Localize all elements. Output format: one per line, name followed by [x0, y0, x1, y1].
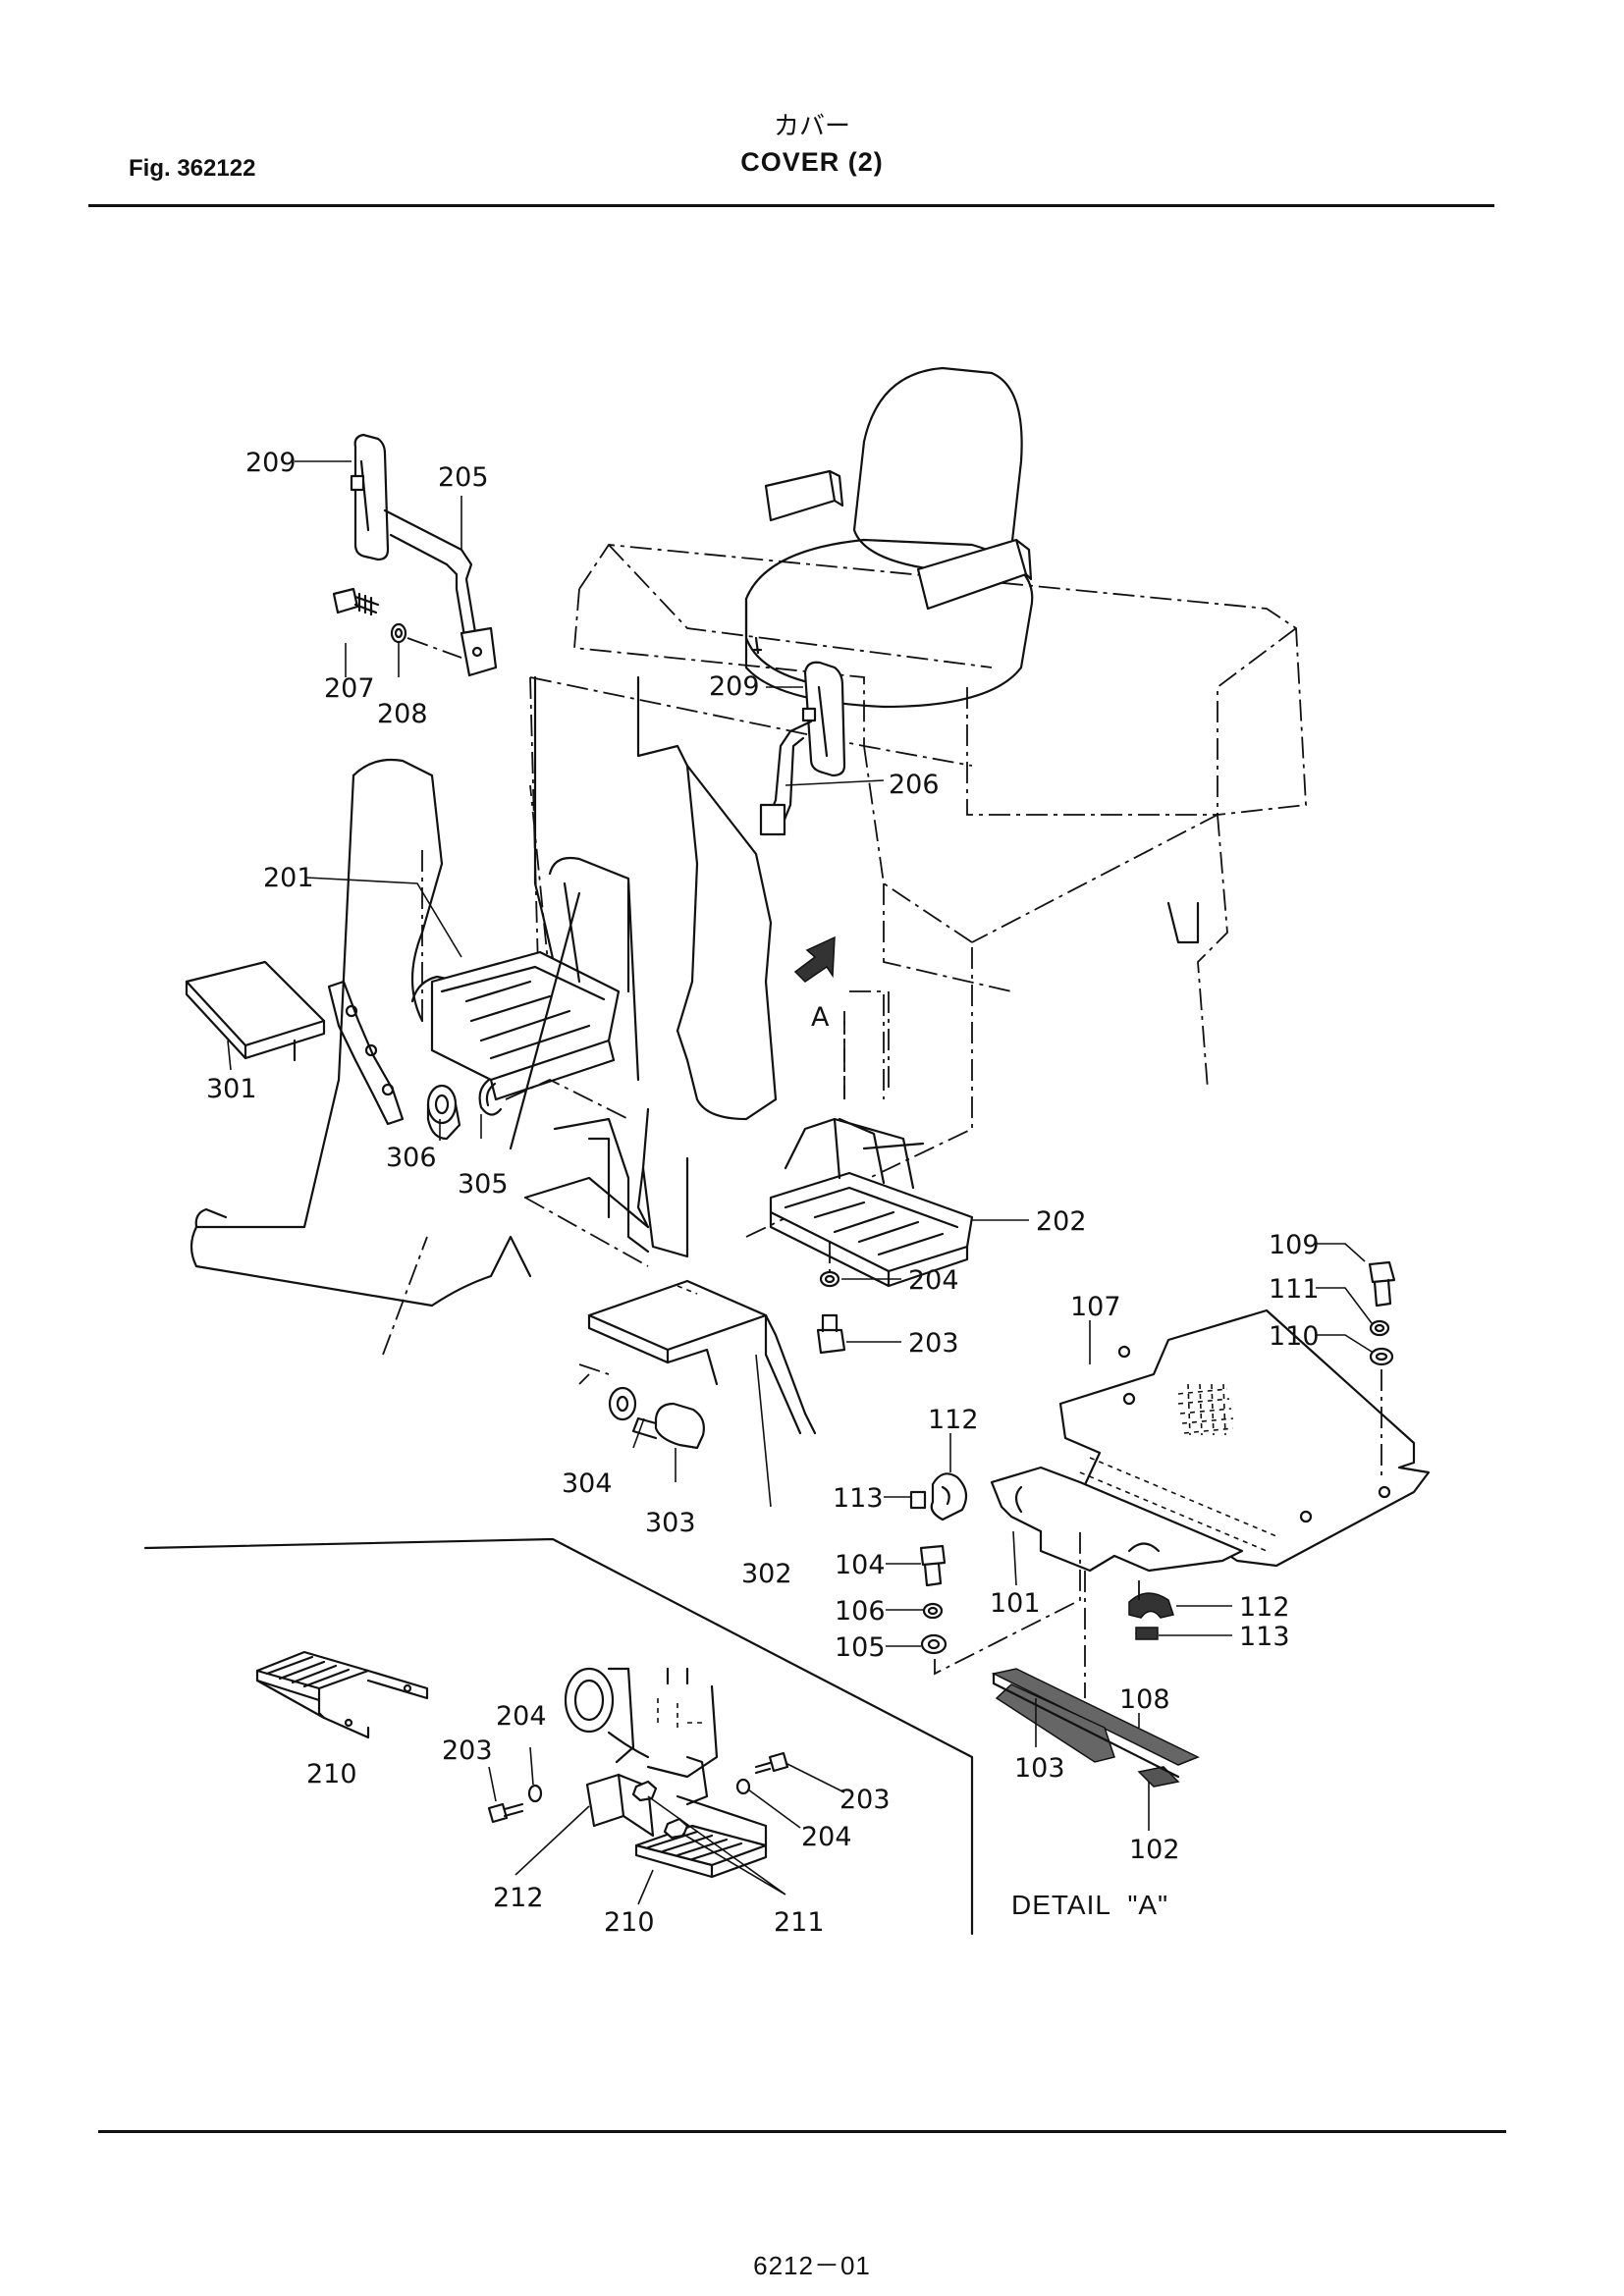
title-japanese: カバー: [773, 111, 850, 140]
mirror-stay-206: [759, 720, 813, 836]
part-label-102: 102: [1129, 1835, 1180, 1865]
washer-204: [819, 1270, 840, 1288]
bracket-center: [523, 1117, 650, 1267]
leader-lines: [227, 460, 1373, 1905]
part-label-304: 304: [562, 1468, 613, 1499]
part-label-201: 201: [263, 863, 314, 893]
part-label-306: 306: [386, 1143, 437, 1173]
inset-frame-line: [143, 1537, 974, 1936]
part-label-209-left: 209: [245, 448, 297, 478]
footer-rule: [98, 2130, 1506, 2133]
washer-111: [1369, 1319, 1390, 1337]
bolt-203-right: [754, 1751, 789, 1775]
bolt-109: [1368, 1260, 1396, 1308]
washer-204-right: [735, 1778, 751, 1795]
cover-302: [587, 1279, 817, 1435]
pad-113b: [1135, 1627, 1159, 1640]
washer-208: [390, 622, 407, 644]
phantom-line-303: [578, 1363, 610, 1385]
part-label-107: 107: [1070, 1292, 1121, 1322]
part-label-208: 208: [377, 699, 428, 729]
cover-301: [185, 960, 405, 1126]
mirror-left-209: [350, 433, 390, 561]
part-label-301: 301: [206, 1074, 257, 1104]
view-arrow-a: [793, 935, 836, 983]
part-label-113-right: 113: [1239, 1622, 1290, 1652]
part-label-112-top: 112: [928, 1405, 979, 1435]
part-label-207: 207: [324, 673, 375, 704]
snap-ring-305: [478, 1078, 503, 1116]
step-202: [769, 1117, 974, 1288]
washer-105: [920, 1633, 947, 1655]
part-label-204: 204: [908, 1265, 959, 1296]
phantom-line-207: [406, 637, 462, 659]
clip-112b: [1128, 1592, 1174, 1619]
phantom-line-305: [505, 1079, 629, 1120]
bolt-303: [631, 1402, 705, 1450]
part-label-103: 103: [1014, 1753, 1065, 1784]
part-label-112-bottom: 112: [1239, 1592, 1290, 1623]
part-label-108: 108: [1119, 1684, 1170, 1715]
phantom-line-105: [934, 1531, 1081, 1676]
page-title: COVER (2): [740, 147, 884, 177]
collar-306: [426, 1084, 461, 1141]
part-label-111: 111: [1269, 1274, 1320, 1305]
bracket-212: [585, 1755, 709, 1838]
step-210-lower: [634, 1794, 768, 1879]
part-label-302: 302: [741, 1559, 792, 1589]
inset-body: [564, 1667, 719, 1779]
part-label-305: 305: [458, 1169, 509, 1200]
step-ladder-210: [255, 1650, 429, 1739]
page-code: 6212－01: [753, 2251, 871, 2280]
bolt-104: [919, 1544, 947, 1587]
part-label-303: 303: [645, 1508, 696, 1538]
left-console: [189, 758, 532, 1356]
washer-110: [1369, 1347, 1394, 1366]
detail-a-label: DETAIL "A": [1011, 1890, 1168, 1920]
part-label-204-inset-right: 204: [801, 1822, 852, 1852]
part-label-210-lower: 210: [604, 1907, 655, 1938]
part-label-106: 106: [835, 1596, 886, 1627]
operator-seat: [744, 366, 1034, 709]
mirror-right-209: [801, 661, 846, 777]
mirror-arm-205: [383, 508, 498, 677]
part-label-204-inset-left: 204: [496, 1701, 547, 1732]
bolt-203-left: [487, 1802, 524, 1824]
part-label-109: 109: [1269, 1230, 1320, 1260]
part-label-203: 203: [908, 1328, 959, 1359]
part-label-203-inset-left: 203: [442, 1735, 493, 1766]
bolt-207: [332, 587, 380, 616]
part-label-101: 101: [990, 1588, 1041, 1619]
part-label-206: 206: [889, 770, 940, 800]
part-label-205: 205: [438, 462, 489, 493]
part-label-104: 104: [835, 1550, 886, 1580]
bolt-203: [816, 1313, 846, 1355]
part-label-110: 110: [1269, 1321, 1320, 1352]
plate-101: [990, 1466, 1244, 1573]
part-label-212: 212: [493, 1883, 544, 1913]
header-rule: [88, 204, 1494, 207]
part-label-113-left: 113: [833, 1483, 884, 1514]
part-label-105: 105: [835, 1632, 886, 1663]
part-label-209-right: 209: [709, 671, 760, 702]
washer-204-left: [527, 1784, 543, 1803]
view-marker-label: A: [811, 1002, 830, 1033]
part-label-210-left: 210: [306, 1759, 357, 1789]
pad-113a: [909, 1490, 927, 1510]
clip-112a: [930, 1472, 968, 1522]
part-label-211: 211: [774, 1907, 825, 1938]
figure-number: Fig. 362122: [129, 155, 256, 182]
part-label-202: 202: [1036, 1206, 1087, 1237]
step-201: [430, 856, 640, 1150]
phantom-line-a: [843, 991, 890, 1099]
washer-106: [922, 1602, 944, 1620]
washer-304: [608, 1386, 637, 1421]
part-number-labels: 209 205 207 208 209 206 201 301 306 305 …: [206, 448, 1320, 1938]
part-label-203-inset-right: 203: [839, 1785, 891, 1815]
